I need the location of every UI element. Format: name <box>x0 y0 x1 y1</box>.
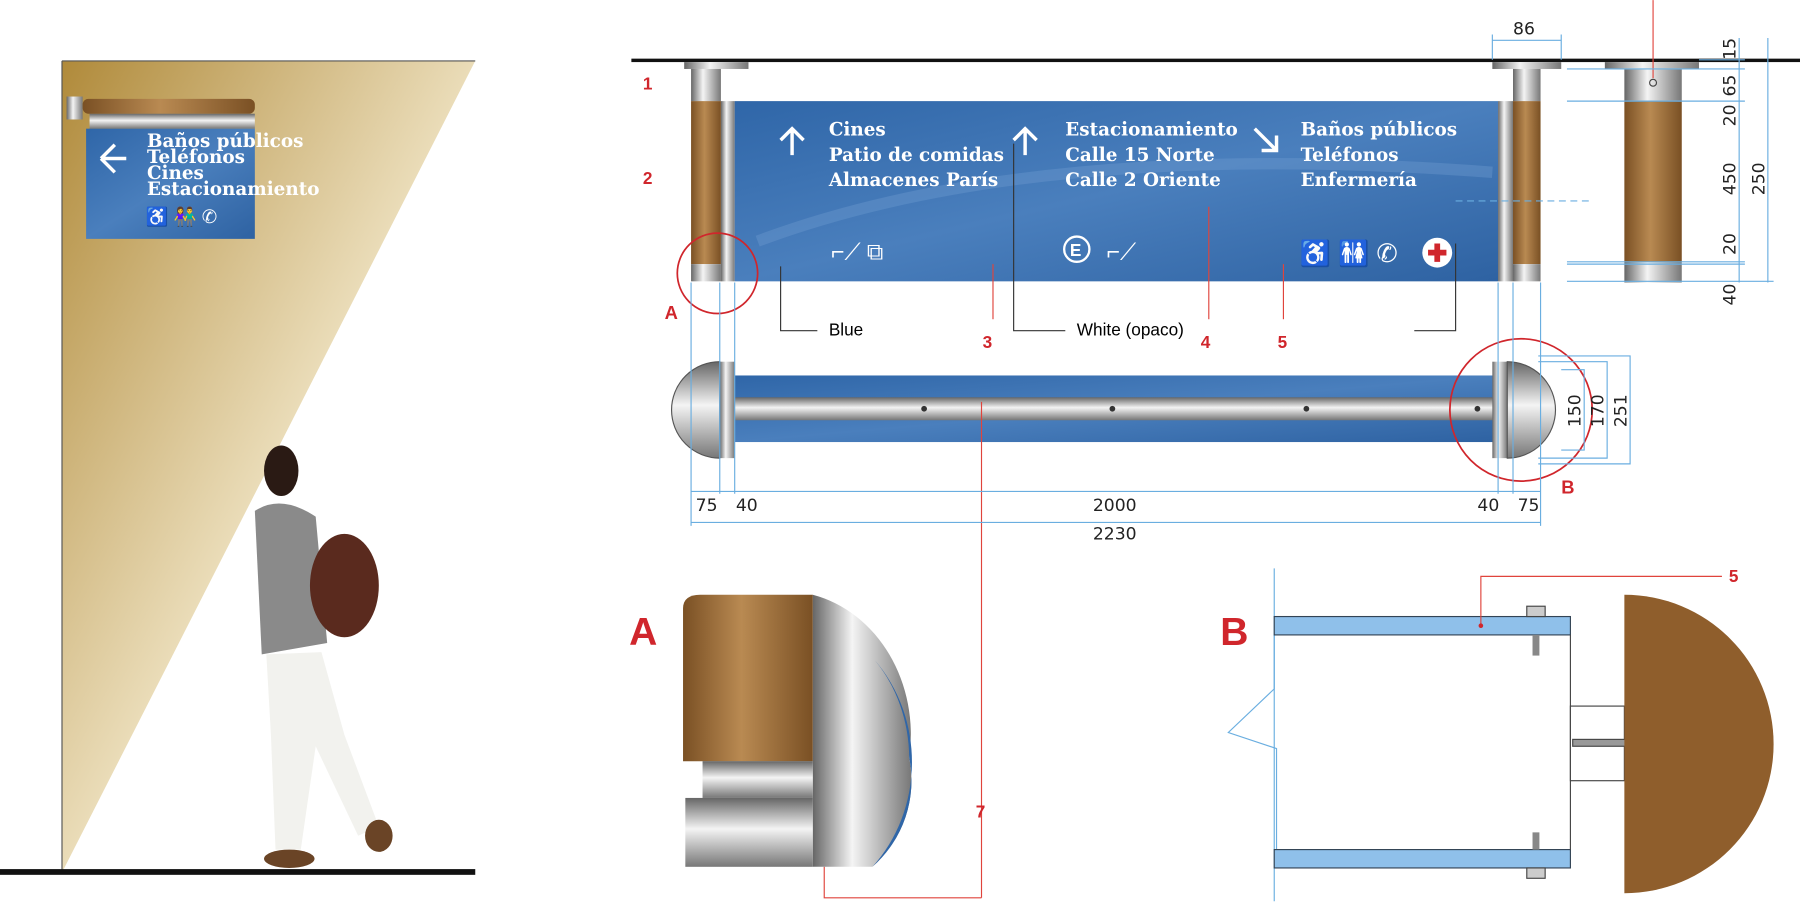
floor-line <box>0 869 476 875</box>
sign-line: Cines <box>829 120 886 141</box>
dim-v: 20 <box>1721 104 1741 126</box>
arrow-down-right-icon <box>1253 127 1279 153</box>
small-sign: Baños públicos Teléfonos Cines Estaciona… <box>66 96 320 239</box>
callout-b: B <box>1561 477 1574 498</box>
callout-3: 3 <box>983 332 993 352</box>
dim-v-total: 250 <box>1749 162 1769 195</box>
stairs-escalator-icons: ⌐⟋ <box>1107 239 1137 265</box>
svg-text:E: E <box>1070 240 1081 260</box>
sign-line: Enfermería <box>1301 170 1417 191</box>
dim-h: 40 <box>736 496 758 516</box>
perspective-scene: Baños públicos Teléfonos Cines Estaciona… <box>0 60 476 875</box>
stairs-escalator-elevator-icons: ⌐⟋ ⧉ <box>831 239 883 265</box>
arrow-up-icon <box>1012 126 1038 156</box>
dim-plan: 150 <box>1566 394 1586 427</box>
arrow-up-icon <box>779 126 805 156</box>
sign-line: Baños públicos <box>1301 120 1457 141</box>
small-sign-line: Estacionamiento <box>147 179 320 200</box>
callout-1: 1 <box>643 74 653 94</box>
dim-v: 15 <box>1721 38 1741 60</box>
color-label-white: White (opaco) <box>1077 319 1184 339</box>
small-sign-line: Cines <box>147 163 204 184</box>
sign-elevation: Cines Patio de comidas Almacenes París ⌐… <box>631 0 1800 352</box>
sign-panel <box>734 101 1499 282</box>
detail-a-marker <box>676 232 759 315</box>
small-sign-line: Teléfonos <box>147 147 245 168</box>
callout-4: 4 <box>1201 332 1211 352</box>
parking-e-icon <box>1063 235 1091 263</box>
callout-5: 5 <box>1278 332 1288 352</box>
dimensions: 86 15 65 20 450 20 40 250 150 170 251 75… <box>690 20 1774 545</box>
callout-2: 2 <box>643 168 653 188</box>
dim-v: 450 <box>1721 162 1741 195</box>
callout-7: 7 <box>976 801 986 821</box>
sign-line: Estacionamiento <box>1065 120 1238 141</box>
accessibility-icons: ♿ 👫 ✆ <box>146 206 217 228</box>
color-label-blue: Blue <box>829 319 863 339</box>
dim-h: 75 <box>1518 496 1540 516</box>
callout-5-detail: 5 <box>1729 566 1739 586</box>
detail-a-title: A <box>629 611 657 654</box>
dim-h: 40 <box>1477 496 1499 516</box>
sign-line: Almacenes París <box>828 170 998 191</box>
detail-b: B 5 <box>1220 566 1774 902</box>
dim-h-total: 2230 <box>1093 525 1137 545</box>
callout-a: A <box>665 302 678 323</box>
detail-a: A <box>629 594 912 867</box>
sign-line: Calle 15 Norte <box>1065 145 1214 166</box>
dim-plan: 251 <box>1612 394 1632 427</box>
small-sign-line: Baños públicos <box>147 131 303 152</box>
sign-line: Calle 2 Oriente <box>1065 170 1221 191</box>
dim-post-width: 86 <box>1513 20 1535 40</box>
wheelchair-restroom-phone-icons: ♿ 🚻 ✆ <box>1299 239 1397 268</box>
person-figure <box>254 445 393 868</box>
dim-h: 75 <box>696 496 718 516</box>
dim-v: 20 <box>1721 233 1741 255</box>
dim-h: 2000 <box>1093 496 1137 516</box>
sign-plan-view: B 7 <box>671 337 1594 899</box>
sign-line: Teléfonos <box>1301 145 1399 166</box>
sign-line: Patio de comidas <box>829 145 1004 166</box>
dim-plan: 170 <box>1589 394 1609 427</box>
arrow-left-icon <box>99 143 127 174</box>
detail-b-title: B <box>1220 611 1248 654</box>
dim-v: 65 <box>1721 75 1741 97</box>
dim-v: 40 <box>1721 284 1741 306</box>
detail-b-marker <box>1449 337 1594 482</box>
